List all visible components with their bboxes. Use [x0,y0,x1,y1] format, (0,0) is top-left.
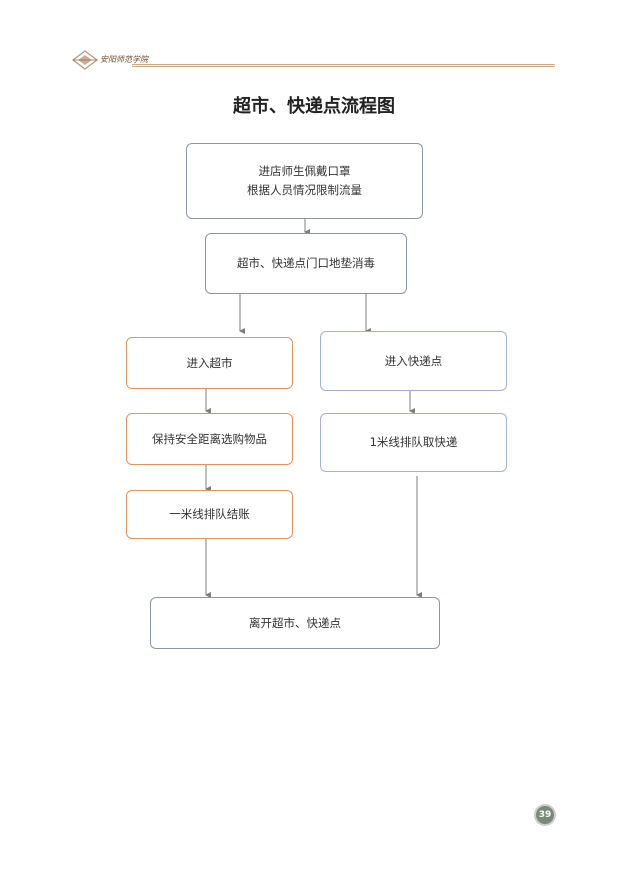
node-market-checkout: 一米线排队结账 [126,490,293,539]
node-market-enter-label: 进入超市 [186,355,233,370]
page-number-badge: 39 [536,806,554,824]
node-express-pickup: 1米线排队取快递 [320,413,507,472]
node-market-checkout-label: 一米线排队结账 [169,507,250,521]
node-market-distance: 保持安全距离选购物品 [126,413,293,465]
node-step2-label: 超市、快递点门口地垫消毒 [237,256,375,270]
node-express-enter-label: 进入快递点 [384,353,443,368]
logo-text: 安阳师范学院 [100,55,148,64]
node-step1-line2: 根据人员情况限制流量 [247,183,362,197]
node-leave-label: 离开超市、快递点 [249,615,341,630]
university-logo-icon [72,50,98,70]
node-step1-mask: 进店师生佩戴口罩 根据人员情况限制流量 [186,143,423,219]
node-step1-line1: 进店师生佩戴口罩 [258,164,351,178]
node-step2-disinfect: 超市、快递点门口地垫消毒 [205,233,407,294]
header-rule [132,64,555,67]
node-leave: 离开超市、快递点 [150,597,440,649]
node-market-enter: 进入超市 [126,337,293,389]
node-express-enter: 进入快递点 [320,331,507,391]
node-express-pickup-label: 1米线排队取快递 [369,435,458,449]
page-title: 超市、快递点流程图 [233,96,395,117]
node-market-distance-label: 保持安全距离选购物品 [152,431,267,446]
